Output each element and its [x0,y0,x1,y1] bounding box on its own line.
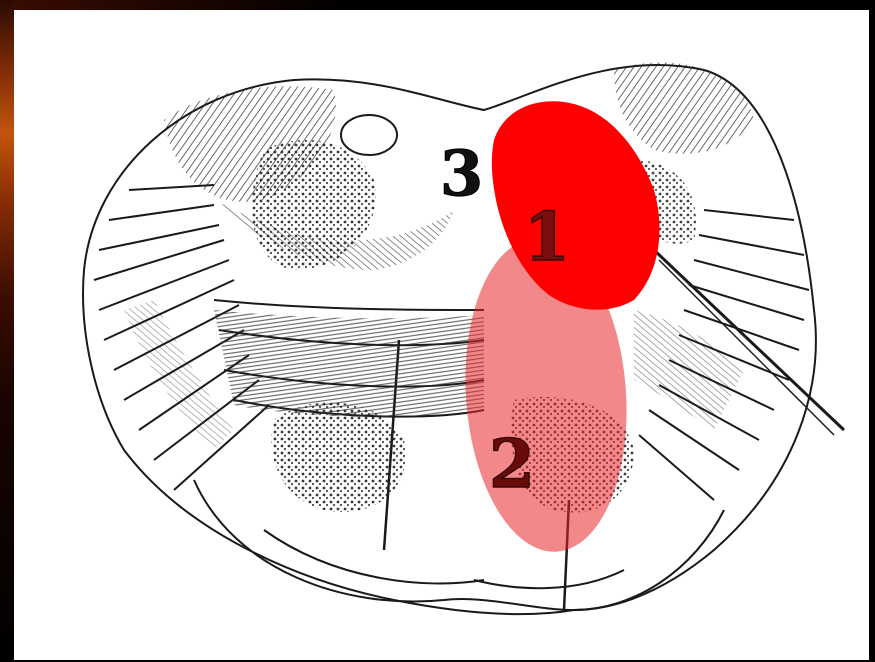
diagram-canvas: 1 2 3 [14,10,869,660]
frame-top-border [0,0,875,10]
bottom-lobes [194,480,724,610]
frame-left-gradient-bar [0,0,14,662]
label-2: 2 [489,425,535,503]
label-1: 1 [524,198,570,276]
anatomy-diagram: 1 2 3 [14,10,869,660]
label-3: 3 [440,137,483,210]
